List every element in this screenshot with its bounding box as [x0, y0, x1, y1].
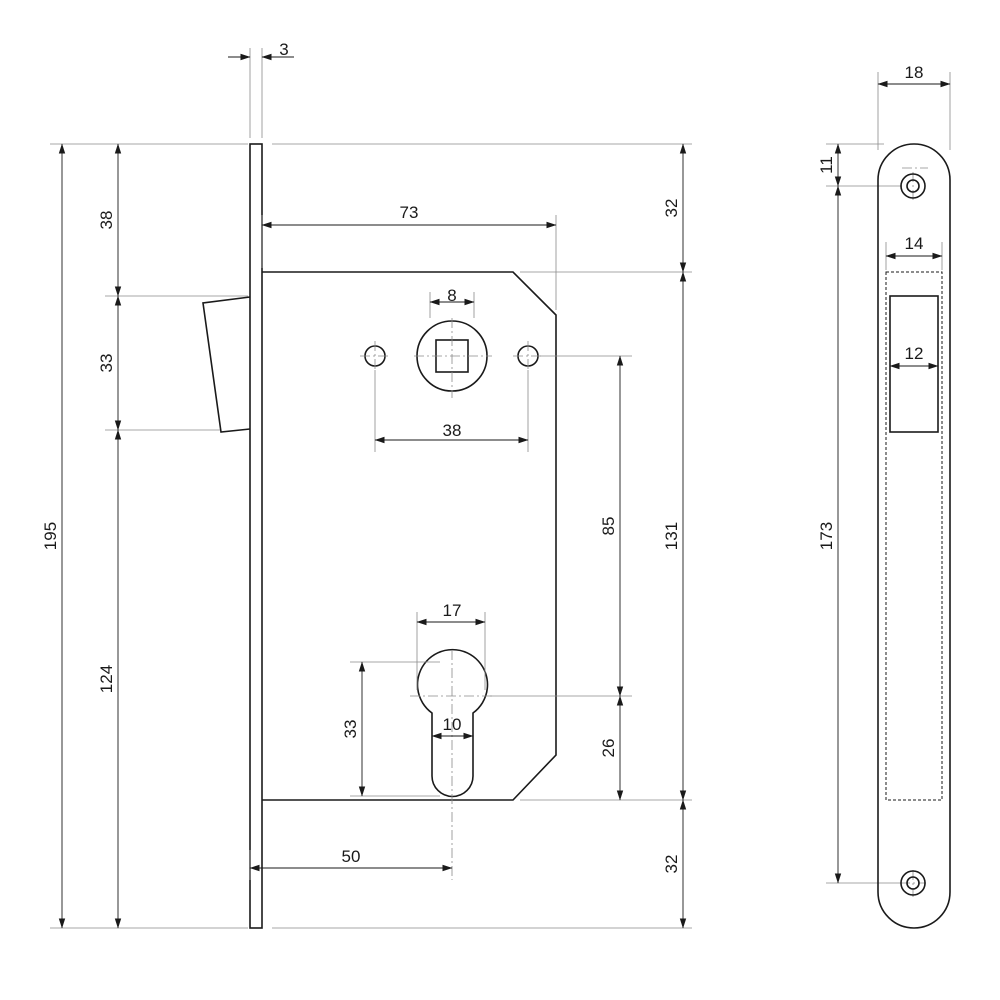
strike-screw-bottom-outer — [900, 870, 926, 896]
cylinder-cutout — [416, 648, 489, 798]
strike-plate — [877, 143, 951, 929]
dim-strike-hole-spacing: 173 — [817, 522, 836, 550]
dim-cylinder-to-bottom: 26 — [599, 739, 618, 758]
dim-cylinder-backset: 50 — [342, 847, 361, 866]
dim-cylinder-width: 17 — [443, 601, 462, 620]
dim-backset-body: 73 — [400, 203, 419, 222]
dimension-labels: 3 195 38 33 124 73 32 131 32 8 38 85 26 … — [41, 40, 923, 873]
dim-latch-bottom: 124 — [97, 665, 116, 693]
dim-strike-width: 18 — [905, 63, 924, 82]
center-lines — [360, 167, 928, 897]
faceplate — [249, 143, 263, 929]
strike-opening — [889, 295, 939, 433]
dim-cylinder-height: 33 — [341, 720, 360, 739]
dim-latch-top-offset: 38 — [97, 211, 116, 230]
dim-spindle-square: 8 — [447, 286, 456, 305]
dim-total-height: 195 — [41, 522, 60, 550]
dim-strike-recess: 14 — [905, 234, 924, 253]
dimension-lines — [58, 53, 951, 929]
dim-strike-hole-offset: 11 — [817, 156, 836, 174]
strike-recess — [885, 271, 943, 801]
latch-bolt — [202, 296, 251, 433]
dim-cylinder-slot: 10 — [443, 715, 462, 734]
extension-lines — [50, 48, 951, 929]
dim-body-height: 131 — [662, 522, 681, 550]
dim-screw-spacing: 38 — [443, 421, 462, 440]
lock-body-view — [202, 143, 557, 929]
dim-spindle-to-cylinder: 85 — [599, 517, 618, 536]
strike-screw-top-outer — [900, 173, 926, 199]
strike-plate-view — [877, 143, 951, 929]
strike-screw-top-inner — [906, 179, 920, 193]
strike-screw-bottom-inner — [906, 876, 920, 890]
dim-top-to-body: 32 — [662, 199, 681, 218]
dim-faceplate-thickness: 3 — [279, 40, 288, 59]
dim-bottom-to-body: 32 — [662, 855, 681, 874]
dim-strike-opening: 12 — [905, 344, 924, 363]
lock-case — [262, 271, 557, 801]
dim-latch-height: 33 — [97, 354, 116, 373]
